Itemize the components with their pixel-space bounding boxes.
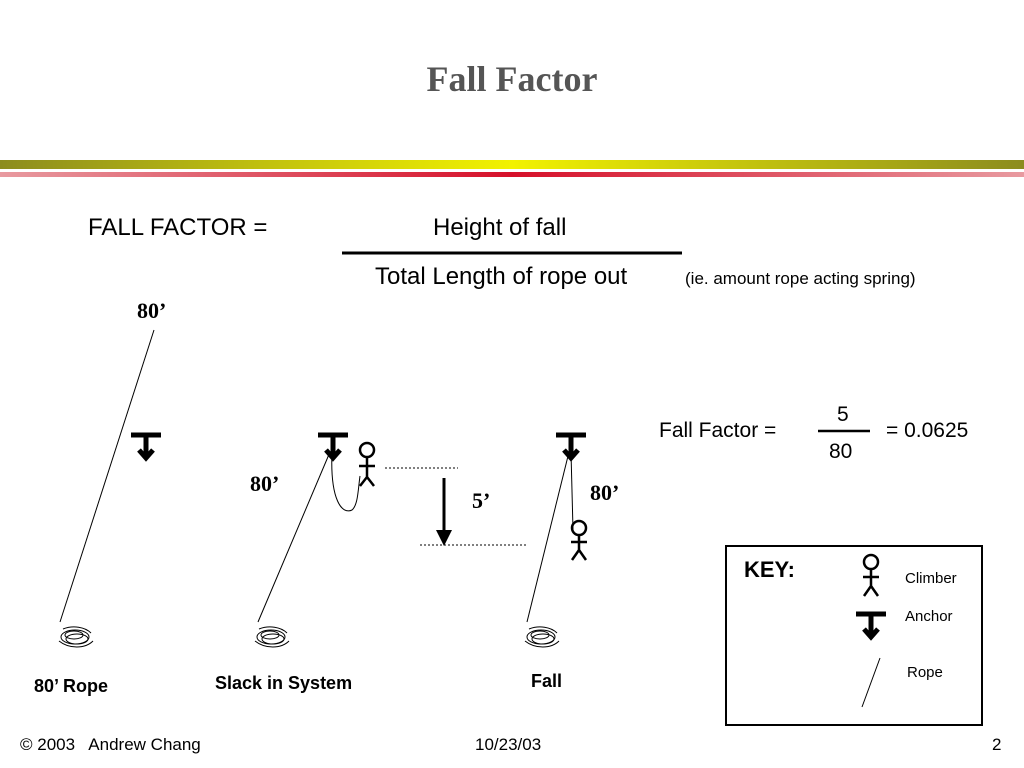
anchor-icon bbox=[131, 432, 161, 462]
header-bar-olive bbox=[0, 160, 1024, 169]
fall-climber-rope bbox=[570, 451, 574, 531]
key-title: KEY: bbox=[744, 557, 795, 582]
anchor-icon bbox=[856, 611, 886, 641]
formula-denominator: Total Length of rope out bbox=[375, 263, 628, 290]
example-numerator: 5 bbox=[837, 403, 849, 426]
formula-label: FALL FACTOR = bbox=[88, 214, 268, 241]
header-bars bbox=[0, 160, 1024, 177]
climber-icon bbox=[358, 441, 376, 487]
formula-numerator: Height of fall bbox=[433, 214, 567, 241]
slack-rope-line bbox=[257, 451, 331, 623]
slack-loop bbox=[331, 451, 361, 512]
rope-length-label: 80’ bbox=[137, 298, 167, 323]
anchor-icon bbox=[556, 432, 586, 462]
example-denominator: 80 bbox=[829, 440, 853, 463]
formula-note: (ie. amount rope acting spring) bbox=[685, 269, 916, 288]
key-anchor-label: Anchor bbox=[905, 608, 953, 625]
example-result: = 0.0625 bbox=[886, 419, 969, 442]
drop-arrow-head bbox=[436, 530, 452, 546]
rope-coil-icon bbox=[524, 626, 560, 648]
anchor-icon bbox=[318, 432, 348, 462]
scene-fall bbox=[524, 432, 588, 648]
climber-icon bbox=[862, 553, 880, 597]
fall-rope-line bbox=[526, 451, 570, 623]
drop-indicator bbox=[385, 467, 528, 546]
scene-rope bbox=[58, 329, 161, 648]
example-label: Fall Factor = bbox=[659, 419, 777, 442]
fall-length-label: 80’ bbox=[590, 480, 620, 505]
drop-length-label: 5’ bbox=[472, 488, 491, 513]
key-climber-label: Climber bbox=[905, 570, 957, 587]
page-title: Fall Factor bbox=[426, 59, 598, 99]
rope-coil-icon bbox=[254, 626, 290, 648]
key-border bbox=[725, 545, 983, 726]
key-box bbox=[725, 545, 983, 726]
fall-caption: Fall bbox=[531, 671, 563, 691]
header-bar-red bbox=[0, 172, 1024, 177]
scene-slack bbox=[254, 432, 376, 648]
slack-length-label: 80’ bbox=[250, 471, 280, 496]
slack-caption: Slack in System bbox=[215, 673, 353, 693]
footer-page-number: 2 bbox=[992, 735, 1002, 754]
rope-line bbox=[59, 329, 155, 623]
key-rope-line bbox=[861, 657, 881, 708]
footer-date: 10/23/03 bbox=[475, 735, 542, 754]
rope-caption: 80’ Rope bbox=[34, 676, 109, 696]
climber-icon bbox=[570, 519, 588, 561]
key-rope-label: Rope bbox=[907, 664, 943, 681]
rope-coil-icon bbox=[58, 626, 94, 648]
footer-copyright: © 2003 Andrew Chang bbox=[20, 735, 201, 754]
